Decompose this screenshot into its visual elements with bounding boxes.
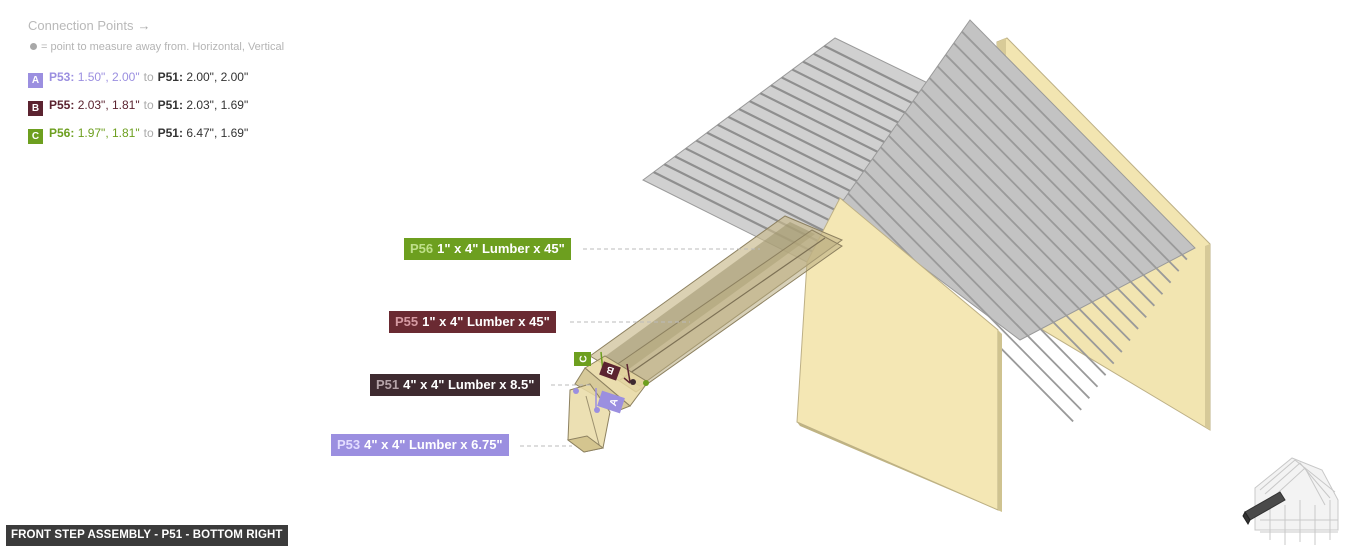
part-desc: 1" x 4" Lumber x 45"	[437, 241, 565, 256]
svg-text:B: B	[605, 363, 616, 376]
from-part: P55:	[49, 98, 75, 112]
roof-ridge	[928, 77, 1156, 307]
connection-point-p56	[643, 380, 649, 386]
to-part: P51:	[157, 126, 183, 140]
roof-ridge	[685, 147, 851, 232]
arrow-right-icon: →	[137, 18, 151, 33]
part-id: P53	[337, 437, 361, 452]
roof-ridge	[944, 54, 1172, 284]
connection-point-p55	[630, 379, 636, 385]
roof-ridge	[912, 100, 1139, 330]
to-part: P51:	[157, 98, 183, 112]
roof-ridge	[879, 146, 1107, 376]
to-word: to	[143, 70, 154, 84]
roof-ridge	[674, 155, 840, 240]
roof-ridge	[896, 123, 1123, 353]
roof-ridge	[888, 134, 1115, 365]
part-id: P51	[376, 377, 400, 392]
connection-points-note: = point to measure away from. Horizontal…	[30, 41, 284, 53]
roof-ridge	[953, 42, 1180, 272]
connection-points-title: Connection Points	[28, 18, 134, 33]
to-values: 6.47", 1.69"	[186, 126, 249, 140]
part-desc: 1" x 4" Lumber x 45"	[422, 314, 550, 329]
from-values: 1.97", 1.81"	[77, 126, 140, 140]
connection-badge: B	[28, 101, 43, 116]
connection-marker-b: B	[599, 361, 631, 384]
connection-badge: C	[28, 129, 43, 144]
svg-text:C: C	[579, 355, 590, 362]
from-part: P56:	[49, 126, 75, 140]
roof-ridge	[920, 88, 1147, 319]
roof-ridge	[871, 158, 1099, 388]
part-id: P55	[395, 314, 419, 329]
roof-ridge	[695, 139, 861, 224]
right-roof-panel	[839, 19, 1196, 423]
front-gable-panel	[796, 197, 1002, 512]
view-title-label: FRONT STEP ASSEMBLY - P51 - BOTTOM RIGHT	[6, 525, 288, 546]
from-values: 2.03", 1.81"	[77, 98, 140, 112]
svg-text:A: A	[608, 397, 621, 407]
connection-marker-a: A	[595, 388, 625, 414]
part-id: P56	[410, 241, 434, 256]
to-word: to	[143, 98, 154, 112]
connection-points-header[interactable]: Connection Points→	[28, 18, 151, 33]
from-values: 1.50", 2.00"	[77, 70, 140, 84]
from-part: P53:	[49, 70, 75, 84]
connection-point-p53	[573, 388, 579, 394]
point-dot-icon	[30, 43, 37, 50]
to-values: 2.03", 1.69"	[186, 98, 249, 112]
to-part: P51:	[157, 70, 183, 84]
roof-ridge	[904, 111, 1131, 342]
roof-ridge	[863, 169, 1091, 399]
orientation-thumbnail[interactable]	[1242, 457, 1339, 545]
to-word: to	[143, 126, 154, 140]
roof-ridge	[936, 65, 1164, 295]
connection-badge: A	[28, 73, 43, 88]
to-values: 2.00", 2.00"	[186, 70, 249, 84]
part-desc: 4" x 4" Lumber x 6.75"	[364, 437, 503, 452]
connection-point-p53b	[594, 407, 600, 413]
part-desc: 4" x 4" Lumber x 8.5"	[403, 377, 535, 392]
roof-ridge	[961, 30, 1188, 261]
connection-note-text: = point to measure away from. Horizontal…	[41, 41, 285, 53]
roof-ridge	[855, 181, 1082, 411]
